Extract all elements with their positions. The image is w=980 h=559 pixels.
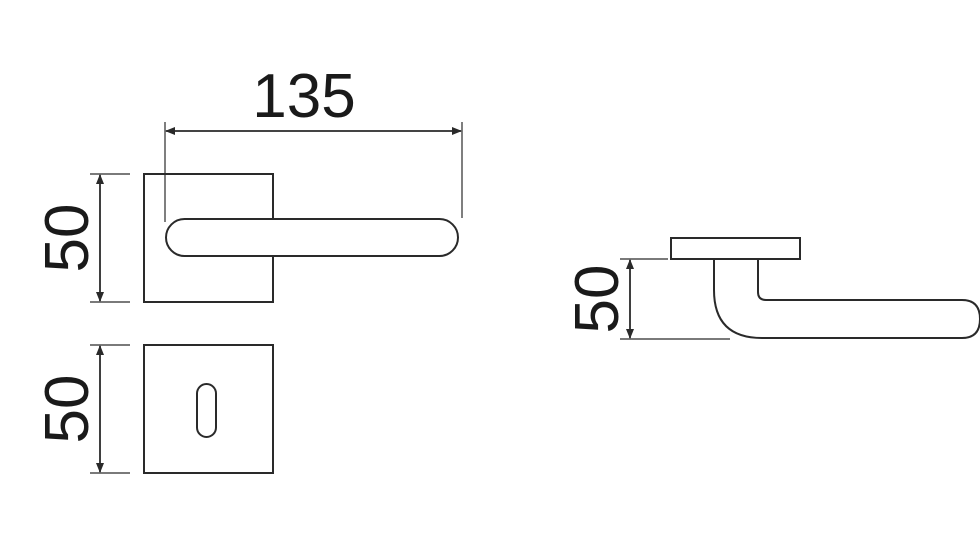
escutcheon-view: 50 bbox=[33, 344, 274, 474]
side-lever bbox=[713, 258, 980, 339]
side-rose bbox=[670, 237, 801, 260]
dim-label-escutcheon: 50 bbox=[33, 375, 102, 444]
side-view: 50 bbox=[563, 237, 980, 340]
lever-handle bbox=[165, 218, 459, 257]
dim-label-rose: 50 bbox=[33, 204, 102, 273]
dim-label-side: 50 bbox=[563, 265, 632, 334]
dim-label-135: 135 bbox=[252, 62, 355, 131]
keyhole bbox=[196, 383, 217, 438]
front-view: 135 50 bbox=[33, 62, 463, 303]
